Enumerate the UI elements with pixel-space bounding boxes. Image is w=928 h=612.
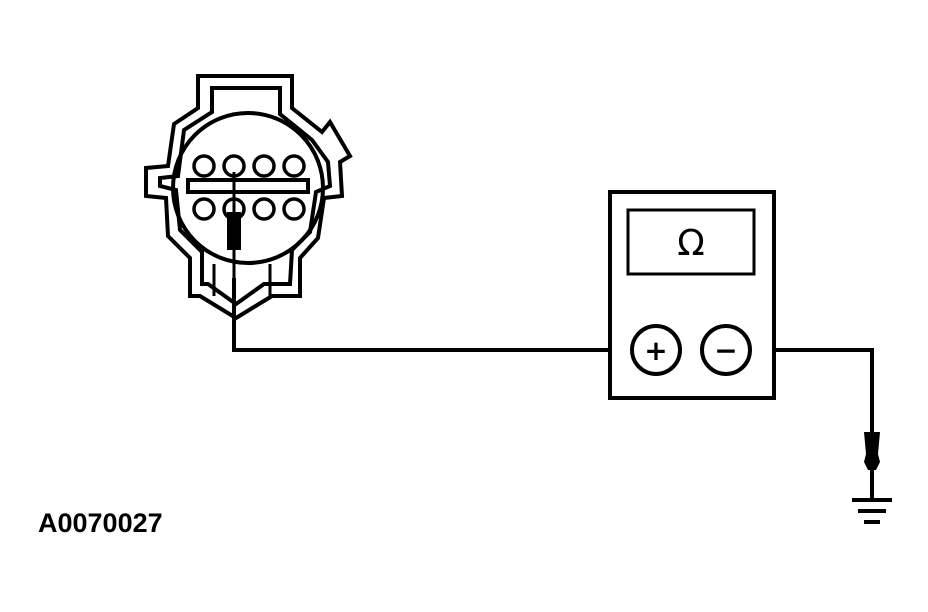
ground-clip-body: [864, 432, 880, 470]
positive-test-probe: [227, 172, 241, 278]
negative-lead-wire: [750, 348, 874, 432]
positive-terminal: [630, 324, 682, 376]
sensor-connector: [144, 74, 353, 321]
pin-5: [192, 197, 216, 221]
positive-terminal-label: +: [644, 334, 667, 367]
positive-lead-wire: [232, 278, 630, 352]
pin-4: [282, 154, 306, 178]
connector-mating-face: [171, 111, 325, 265]
negative-terminal: [700, 324, 752, 376]
connector-housing-outline: [144, 74, 353, 321]
ohm-symbol: Ω: [677, 223, 705, 264]
negative-terminal-label: −: [714, 334, 737, 367]
ground-clip: [864, 432, 880, 498]
multimeter-display: [626, 208, 756, 276]
pin-7: [252, 197, 276, 221]
figure-reference-id: A0070027: [38, 508, 163, 538]
pin-8: [282, 197, 306, 221]
probe-tip: [227, 212, 241, 250]
pin-3: [252, 154, 276, 178]
pin-1: [192, 154, 216, 178]
multimeter: Ω + −: [608, 190, 776, 400]
ground-symbol-icon: [852, 498, 892, 524]
connector-divider-bar: [186, 178, 310, 194]
